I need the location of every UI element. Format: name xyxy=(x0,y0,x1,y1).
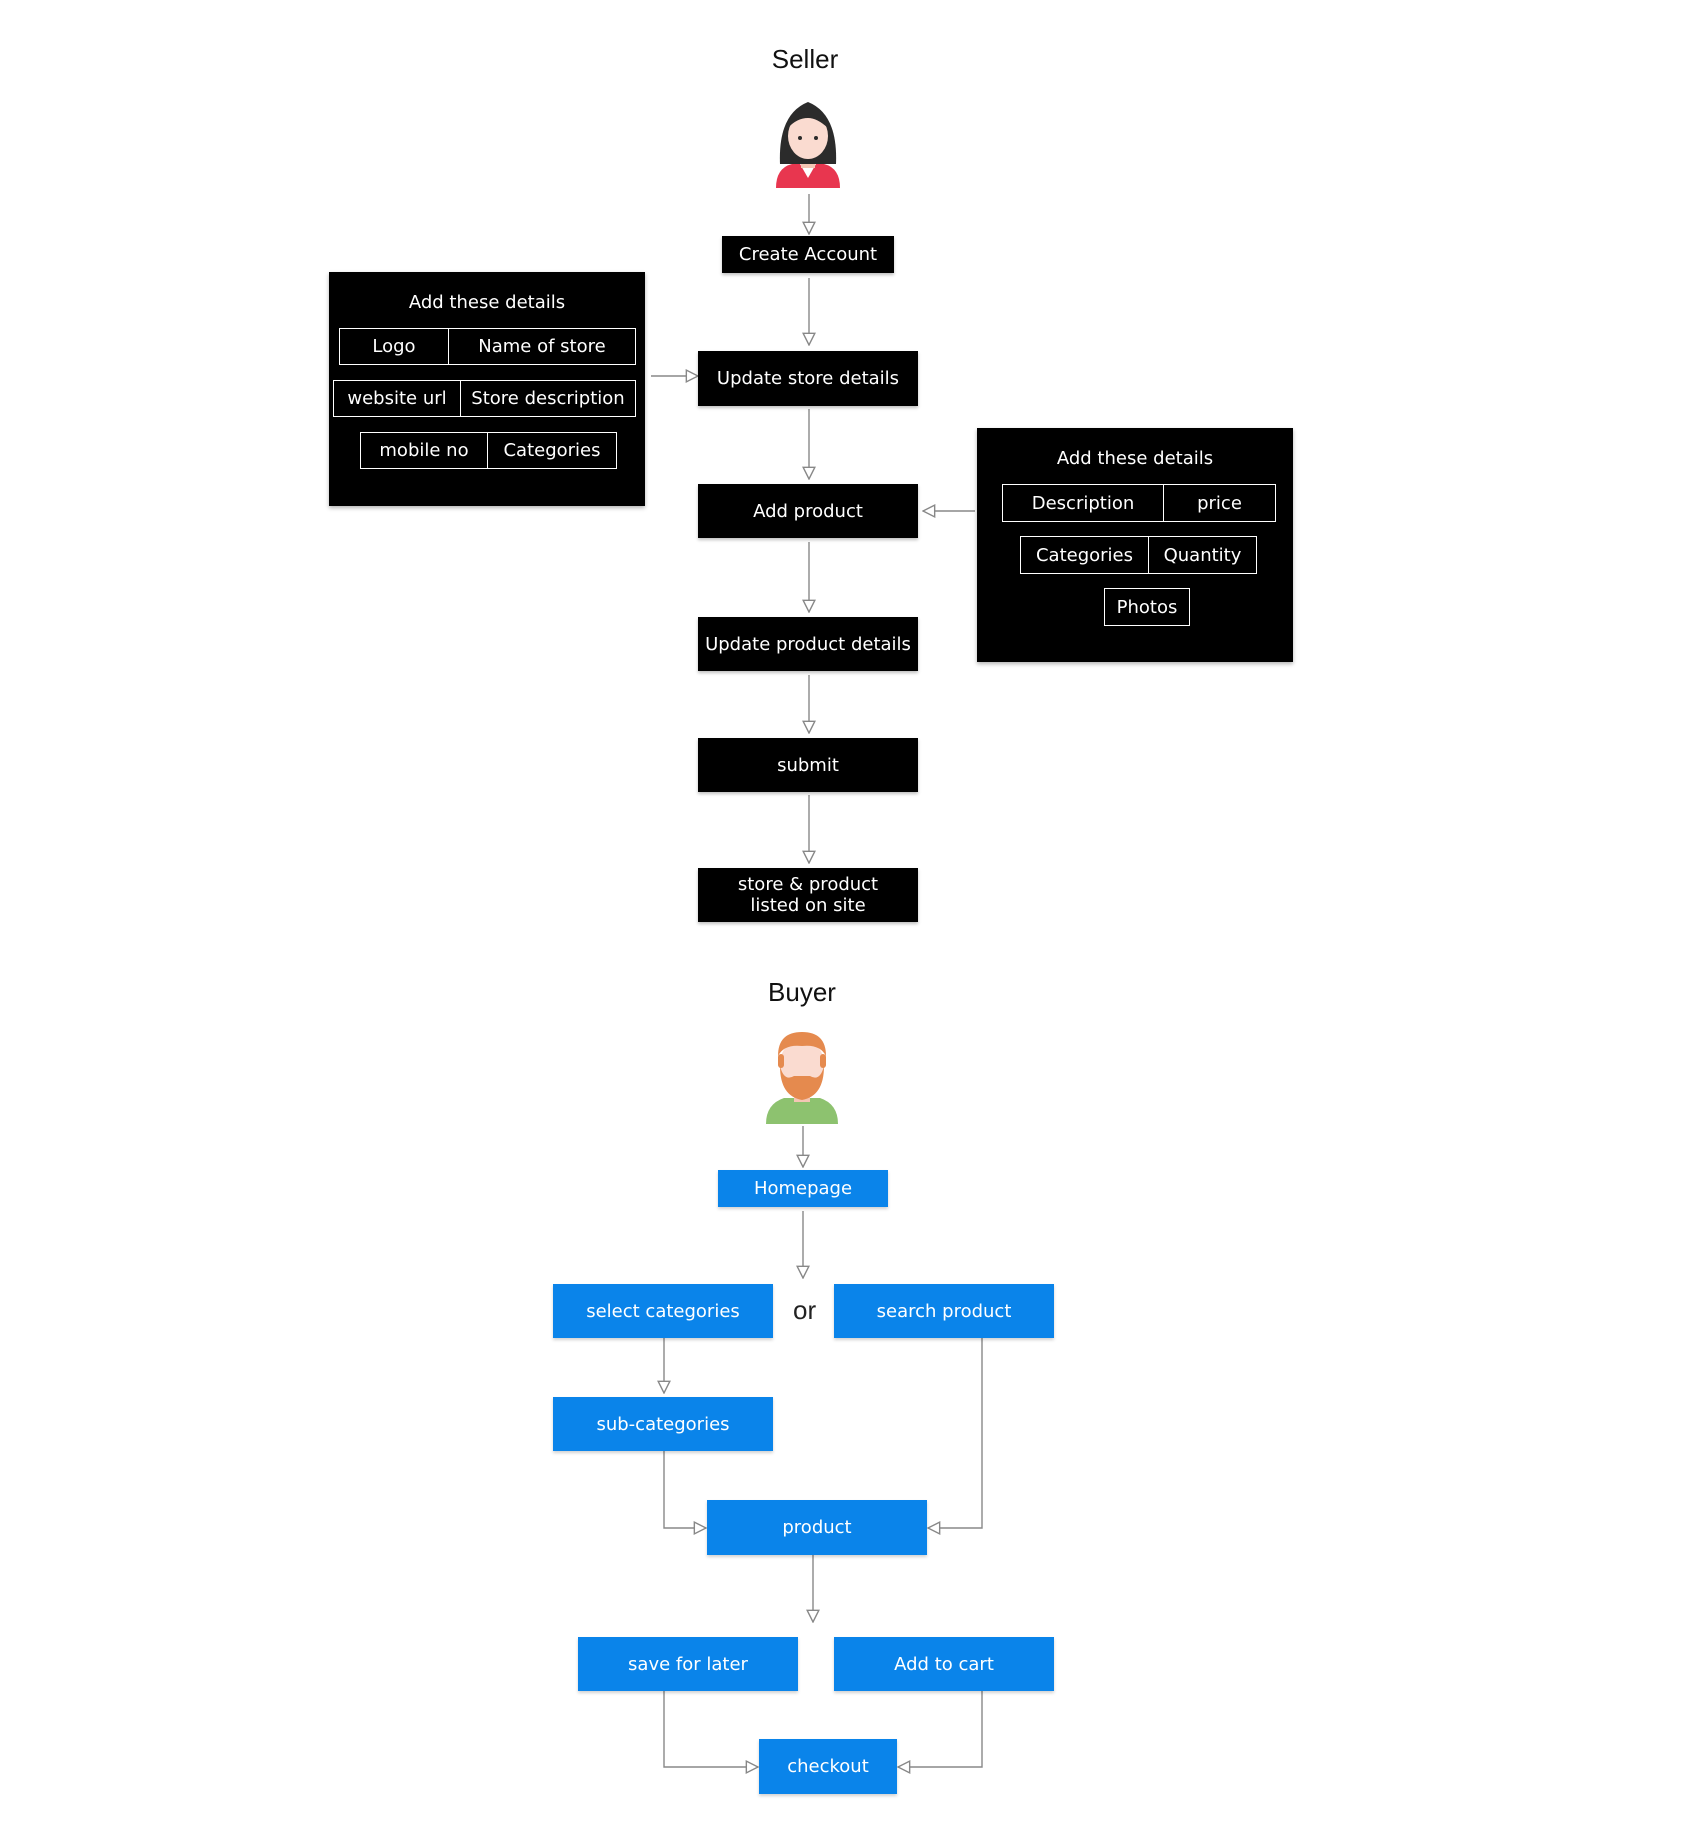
product-panel-title: Add these details xyxy=(1056,448,1214,469)
listed-line-1: store & product xyxy=(737,874,879,895)
quantity-field: Quantity xyxy=(1148,537,1256,573)
or-label: or xyxy=(793,1295,817,1325)
sub-categories-step[interactable]: sub-categories xyxy=(553,1397,773,1451)
website-url-field: website url xyxy=(347,388,447,409)
logo-field: Logo xyxy=(372,336,416,357)
store-fields-row-1: Logo Name of store xyxy=(339,328,636,365)
name-of-store-field: Name of store xyxy=(448,329,635,364)
homepage-step[interactable]: Homepage xyxy=(718,1170,888,1207)
arrow-sub-to-product xyxy=(663,1451,706,1528)
checkout-step[interactable]: checkout xyxy=(759,1739,897,1794)
arrow-save-to-checkout xyxy=(663,1691,758,1767)
arrow-cart-to-checkout xyxy=(898,1691,983,1767)
store-description-field: Store description xyxy=(460,381,635,416)
product-details-panel: Add these details Description price Cate… xyxy=(977,428,1293,662)
price-field: price xyxy=(1163,485,1275,521)
select-categories-step[interactable]: select categories xyxy=(553,1284,773,1338)
mobile-no-field: mobile no xyxy=(379,440,469,461)
buyer-heading: Buyer xyxy=(768,977,836,1007)
product-step[interactable]: product xyxy=(707,1500,927,1555)
search-product-step[interactable]: search product xyxy=(834,1284,1054,1338)
store-categories-field: Categories xyxy=(487,433,616,468)
save-for-later-step[interactable]: save for later xyxy=(578,1637,798,1691)
woman-avatar-icon xyxy=(776,102,840,188)
product-fields-row-1: Description price xyxy=(1002,484,1276,522)
product-fields-row-2: Categories Quantity xyxy=(1020,536,1257,574)
add-product-step[interactable]: Add product xyxy=(698,484,918,538)
update-product-details-step[interactable]: Update product details xyxy=(698,617,918,671)
arrow-search-to-product xyxy=(928,1338,983,1528)
store-fields-row-3: mobile no Categories xyxy=(360,432,617,469)
add-to-cart-step[interactable]: Add to cart xyxy=(834,1637,1054,1691)
submit-step[interactable]: submit xyxy=(698,738,918,792)
bearded-man-avatar-icon xyxy=(766,1032,838,1124)
store-fields-row-2: website url Store description xyxy=(333,380,636,417)
store-details-panel: Add these details Logo Name of store web… xyxy=(329,272,645,506)
product-categories-field: Categories xyxy=(1035,544,1134,566)
store-panel-title: Add these details xyxy=(408,292,566,313)
create-account-step[interactable]: Create Account xyxy=(722,236,894,273)
update-store-details-step[interactable]: Update store details xyxy=(698,351,918,406)
listed-line-2: listed on site xyxy=(750,895,866,916)
listed-on-site-step: store & product listed on site xyxy=(698,868,918,922)
product-fields-row-3: Photos xyxy=(1104,588,1190,626)
description-field: Description xyxy=(1031,492,1135,514)
photos-field: Photos xyxy=(1116,596,1178,618)
seller-heading: Seller xyxy=(771,44,839,74)
